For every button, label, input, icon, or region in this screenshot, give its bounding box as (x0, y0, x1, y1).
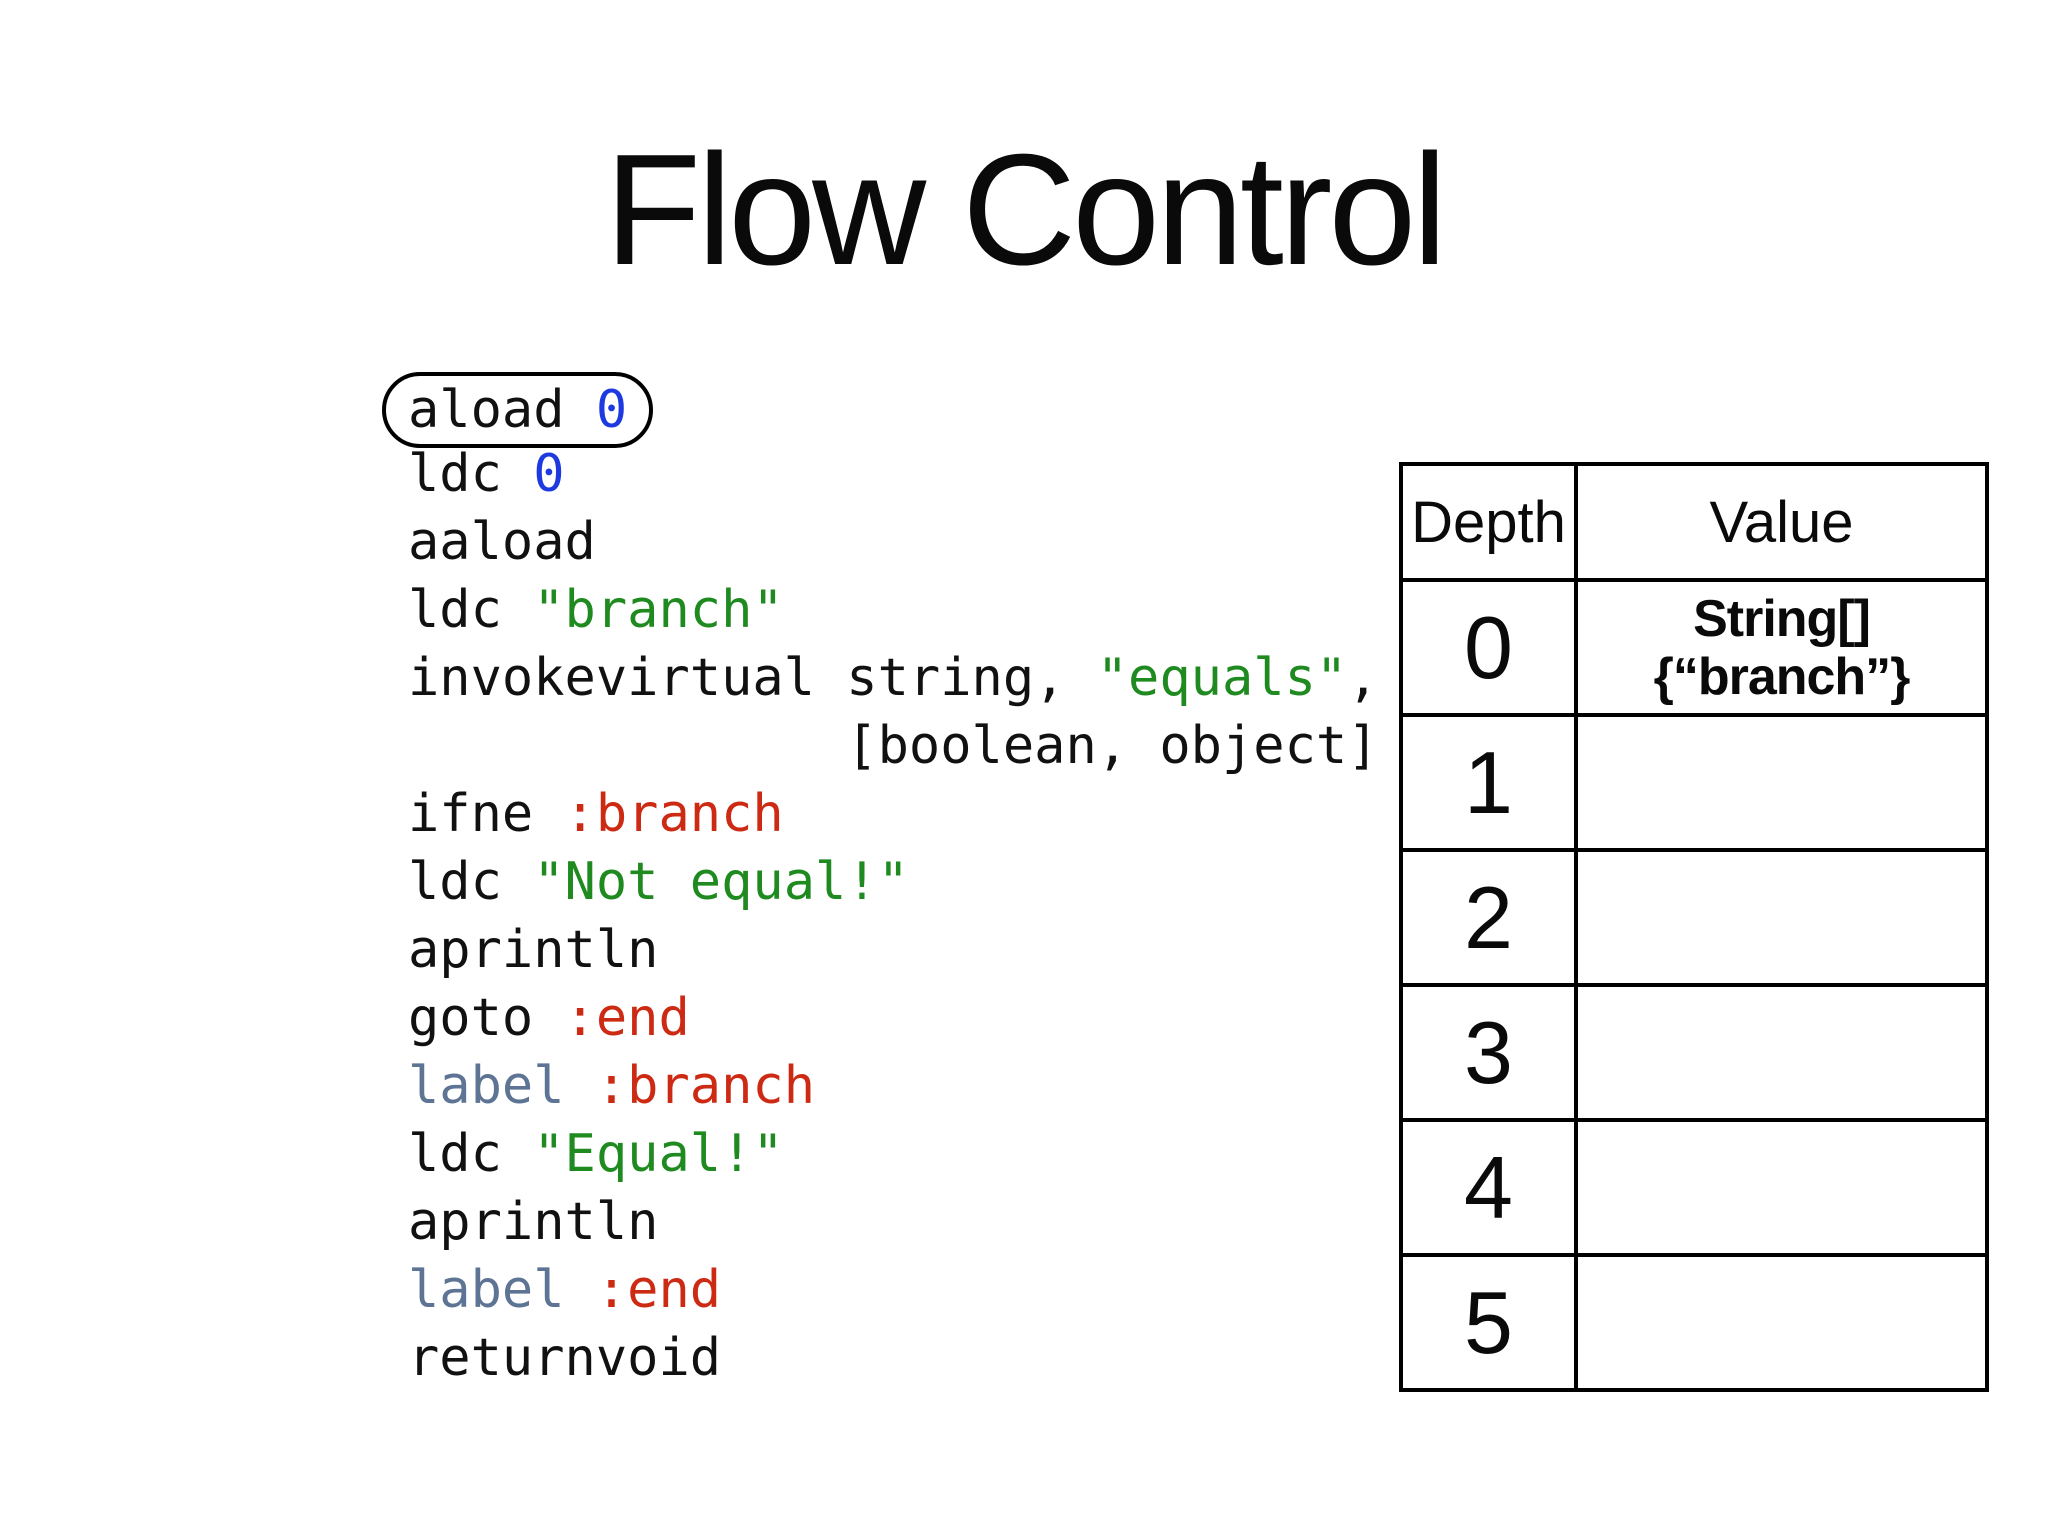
stack-table-header-row: Depth Value (1399, 462, 1989, 582)
value-column-header: Value (1574, 462, 1989, 582)
depth-cell: 2 (1399, 848, 1578, 987)
stack-row: 2 (1399, 848, 1989, 987)
value-cell: String[]{“branch”} (1574, 578, 1989, 717)
code-token-label-ref: :branch (564, 784, 784, 844)
code-token-plain: ifne (408, 784, 565, 844)
value-cell (1574, 848, 1989, 987)
depth-cell: 3 (1399, 983, 1578, 1122)
code-line: goto :end (408, 984, 1379, 1052)
code-token-label-ref: :end (595, 1260, 722, 1320)
code-line: ldc "Not equal!" (408, 848, 1379, 916)
code-token-plain: ldc (408, 580, 534, 640)
code-line: label :branch (408, 1052, 1379, 1120)
depth-cell: 5 (1399, 1253, 1578, 1392)
code-token-plain: goto (408, 988, 565, 1048)
stack-value: {“branch”} (1653, 647, 1911, 706)
code-line: aprintln (408, 916, 1379, 984)
code-line: invokevirtual string, "equals", (408, 644, 1379, 712)
code-token-number: 0 (595, 380, 628, 440)
depth-cell: 1 (1399, 713, 1578, 852)
code-token-plain: aload (408, 380, 596, 440)
code-token-plain: , (1347, 648, 1379, 708)
value-cell (1574, 713, 1989, 852)
code-token-plain: ldc (408, 444, 534, 504)
stack-value: String[] (1693, 589, 1871, 648)
code-token-string: "Not equal!" (533, 852, 909, 912)
code-token-plain: aprintln (408, 920, 659, 980)
stack-row: 4 (1399, 1118, 1989, 1257)
code-token-label-keyword: label (408, 1260, 565, 1320)
code-line: ldc 0 (408, 440, 1379, 508)
stack-row: 3 (1399, 983, 1989, 1122)
code-token-plain: [boolean, object] (408, 716, 1379, 776)
value-cell (1574, 1253, 1989, 1392)
code-line: ldc "branch" (408, 576, 1379, 644)
code-line: aaload (408, 508, 1379, 576)
code-token-plain: returnvoid (408, 1328, 722, 1388)
code-token-plain: aprintln (408, 1192, 659, 1252)
code-token-label-keyword: label (408, 1056, 565, 1116)
value-cell (1574, 983, 1989, 1122)
depth-cell: 4 (1399, 1118, 1578, 1257)
code-line: ldc "Equal!" (408, 1120, 1379, 1188)
current-instruction-highlight-box: aload 0 (382, 372, 654, 448)
code-line: ifne :branch (408, 780, 1379, 848)
code-token-string: "Equal!" (533, 1124, 784, 1184)
code-token-label-ref: :branch (595, 1056, 816, 1116)
code-line: aprintln (408, 1188, 1379, 1256)
code-token-plain: ldc (408, 852, 534, 912)
code-token-string: "branch" (533, 580, 784, 640)
code-token-plain: invokevirtual string, (408, 648, 1097, 708)
code-line: label :end (408, 1256, 1379, 1324)
code-line: aload 0 (382, 372, 1379, 448)
code-token-label-ref: :end (564, 988, 690, 1048)
value-cell (1574, 1118, 1989, 1257)
code-token-plain (565, 1260, 596, 1320)
code-token-plain (565, 1056, 596, 1116)
depth-cell: 0 (1399, 578, 1578, 717)
code-token-plain: ldc (408, 1124, 534, 1184)
code-token-number: 0 (533, 444, 565, 504)
stack-row: 5 (1399, 1253, 1989, 1392)
depth-column-header: Depth (1399, 462, 1578, 582)
slide-title: Flow Control (604, 122, 1448, 298)
code-line: returnvoid (408, 1324, 1379, 1392)
code-token-string: "equals" (1096, 648, 1348, 708)
stack-row: 1 (1399, 713, 1989, 852)
code-line: [boolean, object] (408, 712, 1379, 780)
code-token-plain: aaload (408, 512, 596, 572)
